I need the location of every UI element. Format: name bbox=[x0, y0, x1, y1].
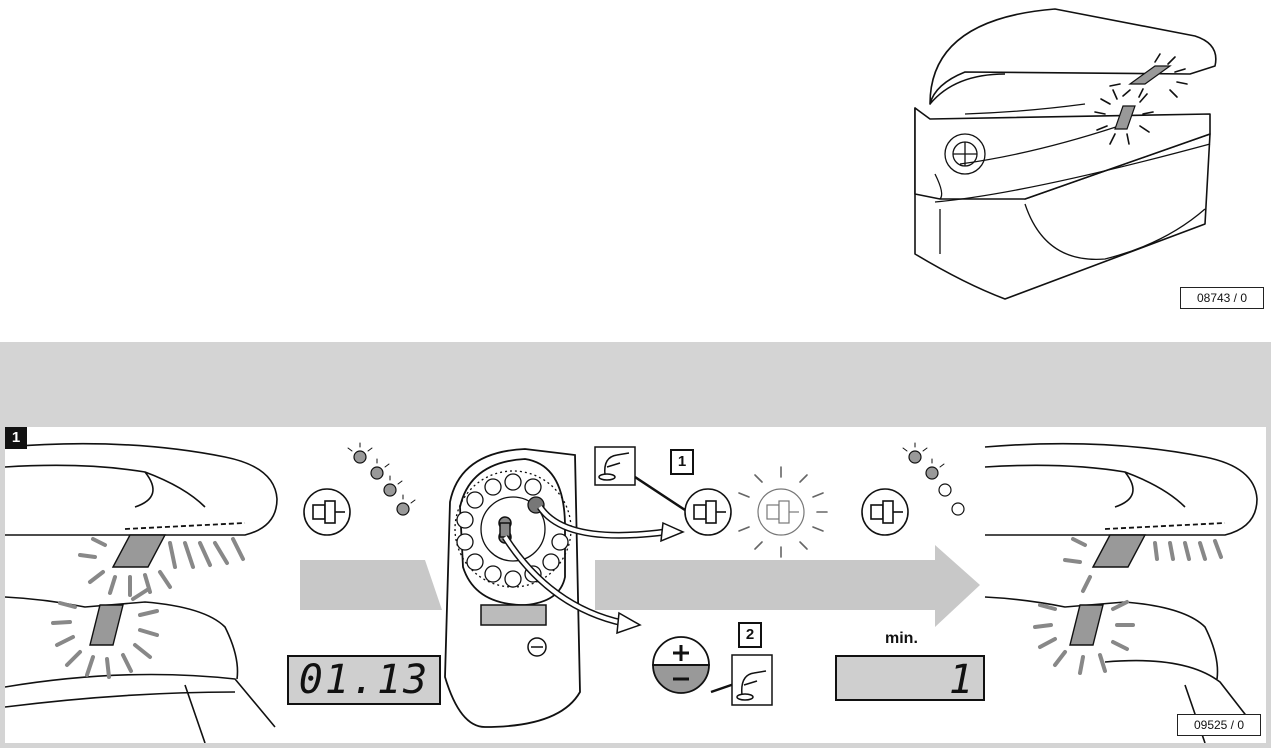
connector-icon-right bbox=[861, 488, 909, 536]
status-leds-right bbox=[908, 450, 965, 516]
connector-icon-active bbox=[684, 488, 732, 536]
callout-badge-2: 2 bbox=[738, 622, 762, 648]
callout-badge-1: 1 bbox=[670, 449, 694, 475]
bed-closeup-right bbox=[984, 442, 1258, 743]
process-arrow-right bbox=[595, 545, 980, 627]
step-number-badge: 1 bbox=[5, 427, 27, 449]
lcd-display-minutes: 1 bbox=[835, 655, 985, 703]
press-hand-icon-2 bbox=[731, 654, 773, 706]
process-arrow-left bbox=[300, 560, 442, 610]
step-diagram bbox=[5, 442, 1258, 743]
card-slot bbox=[480, 604, 547, 626]
figure-reference-bottom: 09525 / 0 bbox=[1177, 714, 1261, 736]
timer-dial bbox=[454, 470, 572, 588]
unit-label-min: min. bbox=[885, 630, 918, 647]
step-panel: 1 1 2 01.13 min. 1 09525 / 0 bbox=[5, 427, 1266, 743]
connector-icon-blinking bbox=[757, 488, 805, 536]
plus-icon bbox=[673, 645, 689, 661]
bed-closeup-left bbox=[5, 442, 278, 743]
control-unit bbox=[444, 448, 581, 728]
tanning-bed-illustration bbox=[914, 8, 1217, 300]
connector-icon-left bbox=[303, 488, 351, 536]
lcd-display-time: 01.13 bbox=[287, 655, 441, 705]
figure-reference-top: 08743 / 0 bbox=[1180, 287, 1264, 309]
press-hand-icon-1 bbox=[594, 446, 636, 486]
status-leds-left bbox=[353, 450, 410, 516]
